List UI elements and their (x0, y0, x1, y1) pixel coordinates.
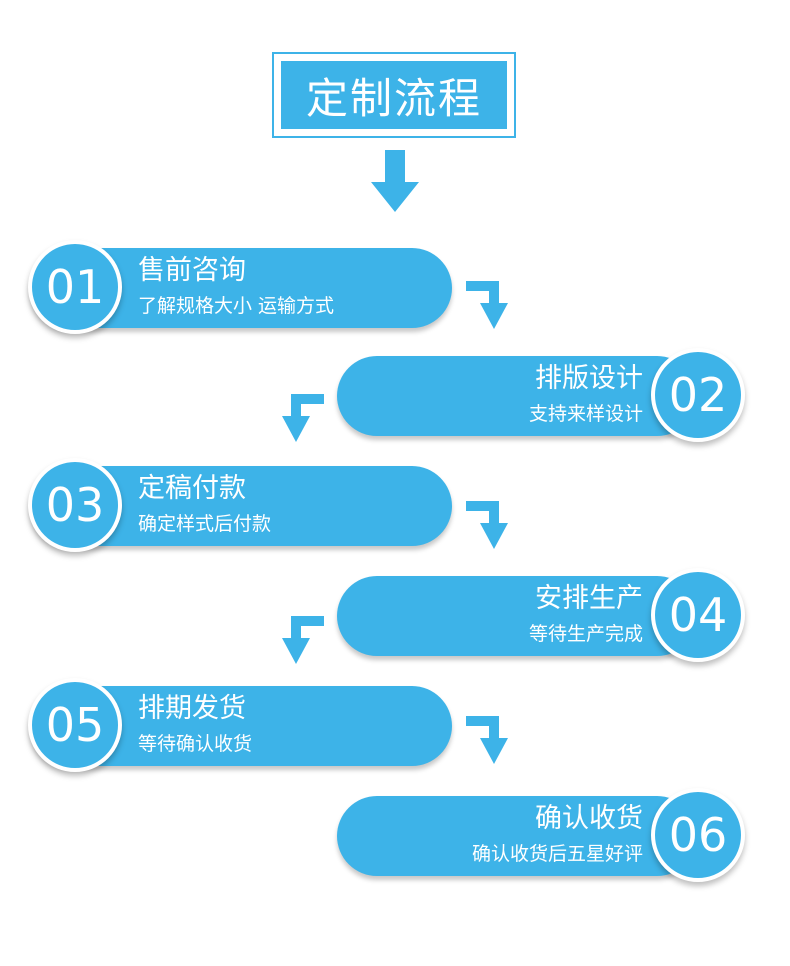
step-04: 04 安排生产 等待生产完成 (337, 568, 747, 662)
step-number-badge: 06 (651, 788, 745, 882)
step-pill (337, 576, 697, 656)
step-title: 定稿付款 (138, 473, 246, 504)
step-05: 05 排期发货 等待确认收货 (0, 678, 460, 772)
step-pill (337, 356, 697, 436)
step-pill (337, 796, 697, 876)
bend-right-down-arrow-icon (466, 501, 508, 549)
step-subtitle: 确认收货后五星好评 (471, 843, 643, 865)
step-06: 06 确认收货 确认收货后五星好评 (337, 788, 747, 882)
step-title: 安排生产 (535, 583, 643, 614)
bend-right-down-arrow-icon (466, 281, 508, 329)
step-number-badge: 02 (651, 348, 745, 442)
step-number-badge: 04 (651, 568, 745, 662)
step-text: 确认收货 确认收货后五星好评 (472, 796, 643, 876)
step-number-badge: 03 (28, 458, 122, 552)
step-number-badge: 05 (28, 678, 122, 772)
step-subtitle: 等待生产完成 (528, 623, 643, 645)
step-subtitle: 等待确认收货 (138, 733, 253, 755)
step-01: 01 售前咨询 了解规格大小 运输方式 (0, 240, 460, 334)
step-02: 02 排版设计 支持来样设计 (337, 348, 747, 442)
bend-right-down-arrow-icon (466, 716, 508, 764)
step-title: 确认收货 (535, 803, 643, 834)
step-text: 安排生产 等待生产完成 (529, 576, 643, 656)
step-text: 排版设计 支持来样设计 (529, 356, 643, 436)
title-frame: 定制流程 (272, 52, 516, 138)
bend-left-down-arrow-icon (282, 394, 324, 442)
step-number-badge: 01 (28, 240, 122, 334)
step-subtitle: 了解规格大小 运输方式 (138, 295, 335, 317)
step-title: 排版设计 (535, 363, 643, 394)
page-title: 定制流程 (281, 61, 507, 129)
step-text: 排期发货 等待确认收货 (138, 686, 252, 766)
step-03: 03 定稿付款 确定样式后付款 (0, 458, 460, 552)
step-subtitle: 支持来样设计 (528, 403, 643, 425)
down-arrow-icon (371, 150, 419, 212)
step-title: 售前咨询 (138, 255, 246, 286)
step-text: 售前咨询 了解规格大小 运输方式 (138, 248, 334, 328)
step-subtitle: 确定样式后付款 (138, 513, 272, 535)
bend-left-down-arrow-icon (282, 616, 324, 664)
step-title: 排期发货 (138, 693, 246, 724)
step-text: 定稿付款 确定样式后付款 (138, 466, 271, 546)
